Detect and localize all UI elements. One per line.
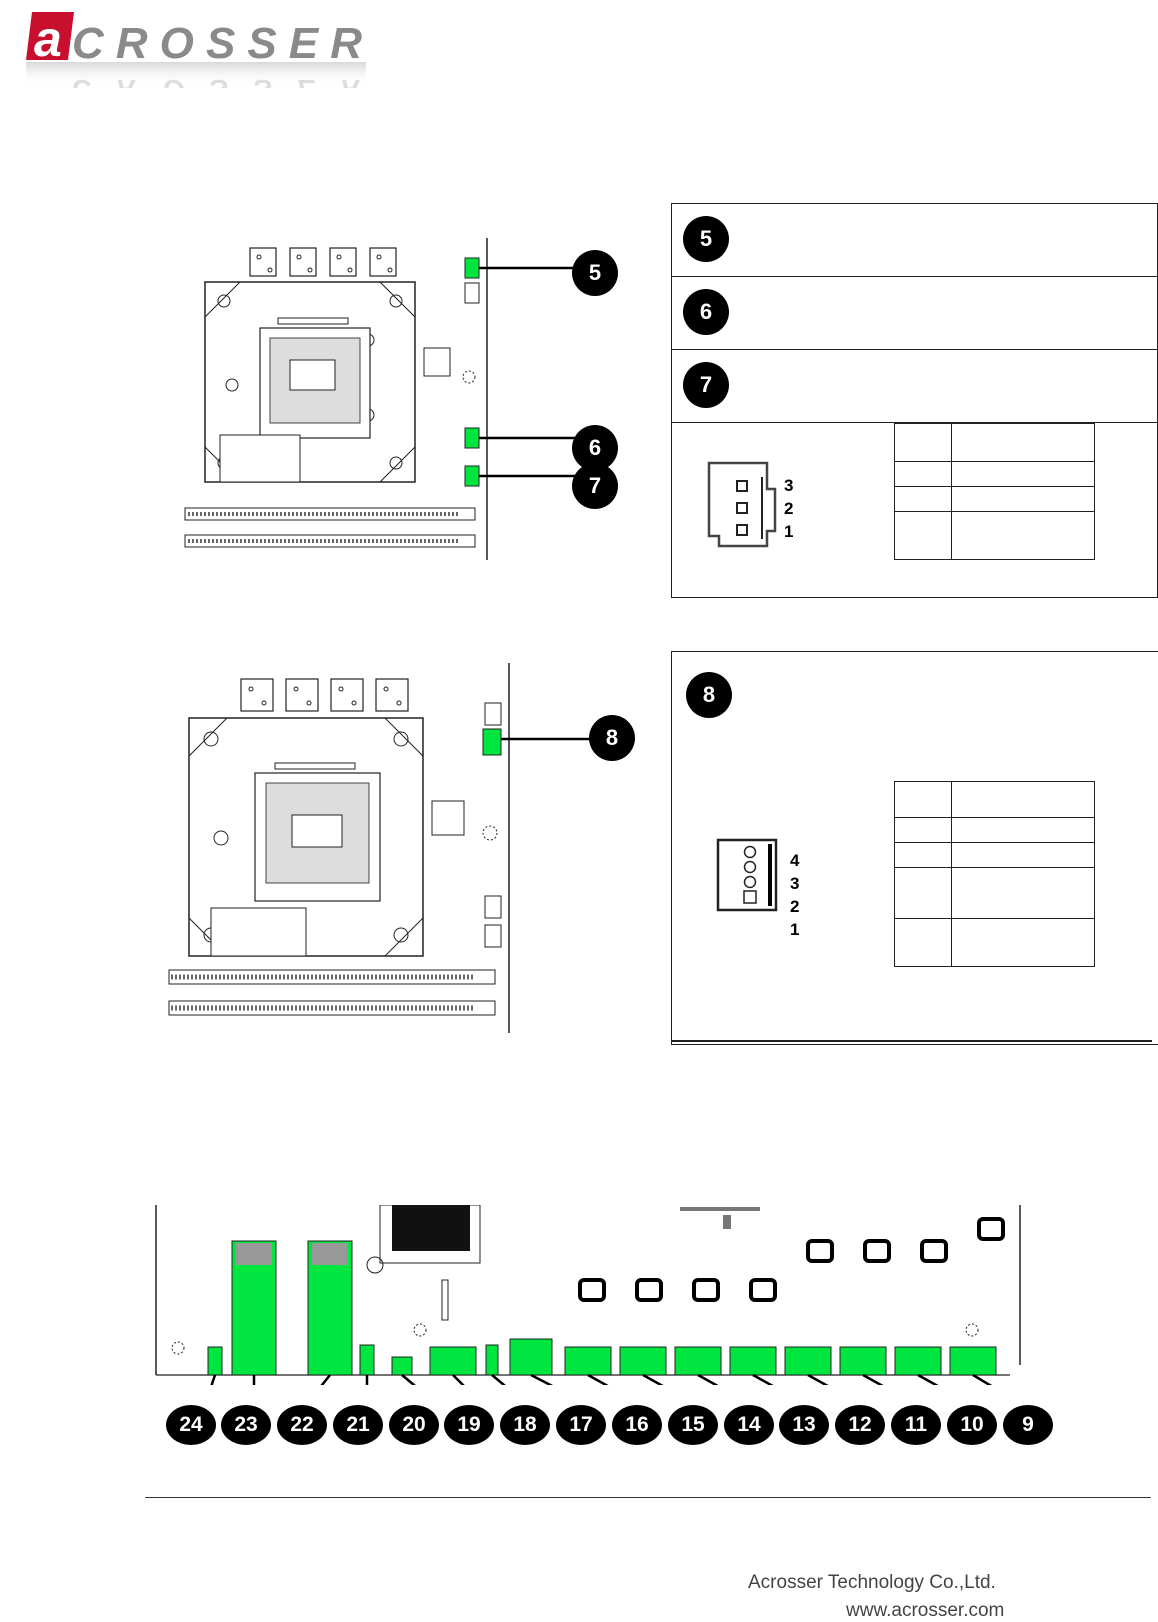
footer-divider [145,1497,1151,1498]
callout-badge-10: 10 [947,1405,997,1445]
table-row [894,486,1095,512]
callout-badge-9: 9 [1003,1405,1053,1445]
pin-number-labels-3pin: 3 2 1 [784,474,793,543]
pin-table-4pin [894,781,1095,967]
pin-label: 1 [790,920,800,939]
table-row [894,461,1095,487]
pin-label: 1 [784,522,794,541]
table-row [894,781,1095,818]
table-row [894,842,1095,868]
callout-badge-23: 23 [221,1405,271,1445]
acrosser-logo: a CROSSER CROSSER [24,6,369,88]
connector-panel-5-6-7: 5 6 7 3 2 1 [671,203,1158,598]
table-row [894,511,1095,560]
pin-label: 4 [790,851,800,870]
callout-badge-24: 24 [166,1405,216,1445]
footer-company-name: Acrosser Technology Co.,Ltd. [748,1572,996,1593]
callout-badge-17: 17 [556,1405,606,1445]
callout-badge-19: 19 [444,1405,494,1445]
callout-badge-21: 21 [333,1405,383,1445]
svg-text:CROSSER: CROSSER [72,19,362,68]
pin-label: 3 [784,476,794,495]
callout-badge-11: 11 [891,1405,941,1445]
board-diagram-top [184,238,595,560]
table-row [894,918,1095,967]
pin-table-3pin [894,423,1095,560]
panel-badge-8: 8 [686,672,732,718]
connector-4pin-icon [716,838,778,912]
panel-row-7: 7 [672,350,1157,423]
panel-badge-7: 7 [683,362,729,408]
table-row [894,817,1095,843]
table-row [894,867,1095,919]
callout-badge-8: 8 [589,715,635,761]
connector-panel-8: 8 4 3 2 1 [671,651,1158,1045]
board-diagram-middle [168,663,595,1033]
callout-badge-15: 15 [668,1405,718,1445]
table-row [894,423,1095,462]
callout-badge-20: 20 [389,1405,439,1445]
board-diagram-io [155,1205,1021,1385]
panel-bottom-rule [672,1040,1152,1042]
callout-badge-7: 7 [572,463,618,509]
panel-row-5: 5 [672,204,1157,277]
panel-row-6: 6 [672,277,1157,350]
callout-badge-12: 12 [835,1405,885,1445]
pin-number-labels-4pin: 4 3 2 1 [790,849,799,941]
pin-label: 3 [790,874,800,893]
pin-label: 2 [784,499,794,518]
connector-3pin-icon [707,461,777,548]
callout-badge-5: 5 [572,250,618,296]
callout-badge-22: 22 [277,1405,327,1445]
callout-badge-14: 14 [724,1405,774,1445]
pin-label: 2 [790,897,800,916]
svg-text:a: a [34,11,62,67]
callout-badge-18: 18 [500,1405,550,1445]
panel-badge-6: 6 [683,289,729,335]
footer-website-link[interactable]: www.acrosser.com [846,1600,1005,1621]
callout-badge-16: 16 [612,1405,662,1445]
callout-badge-13: 13 [779,1405,829,1445]
panel-badge-5: 5 [683,216,729,262]
